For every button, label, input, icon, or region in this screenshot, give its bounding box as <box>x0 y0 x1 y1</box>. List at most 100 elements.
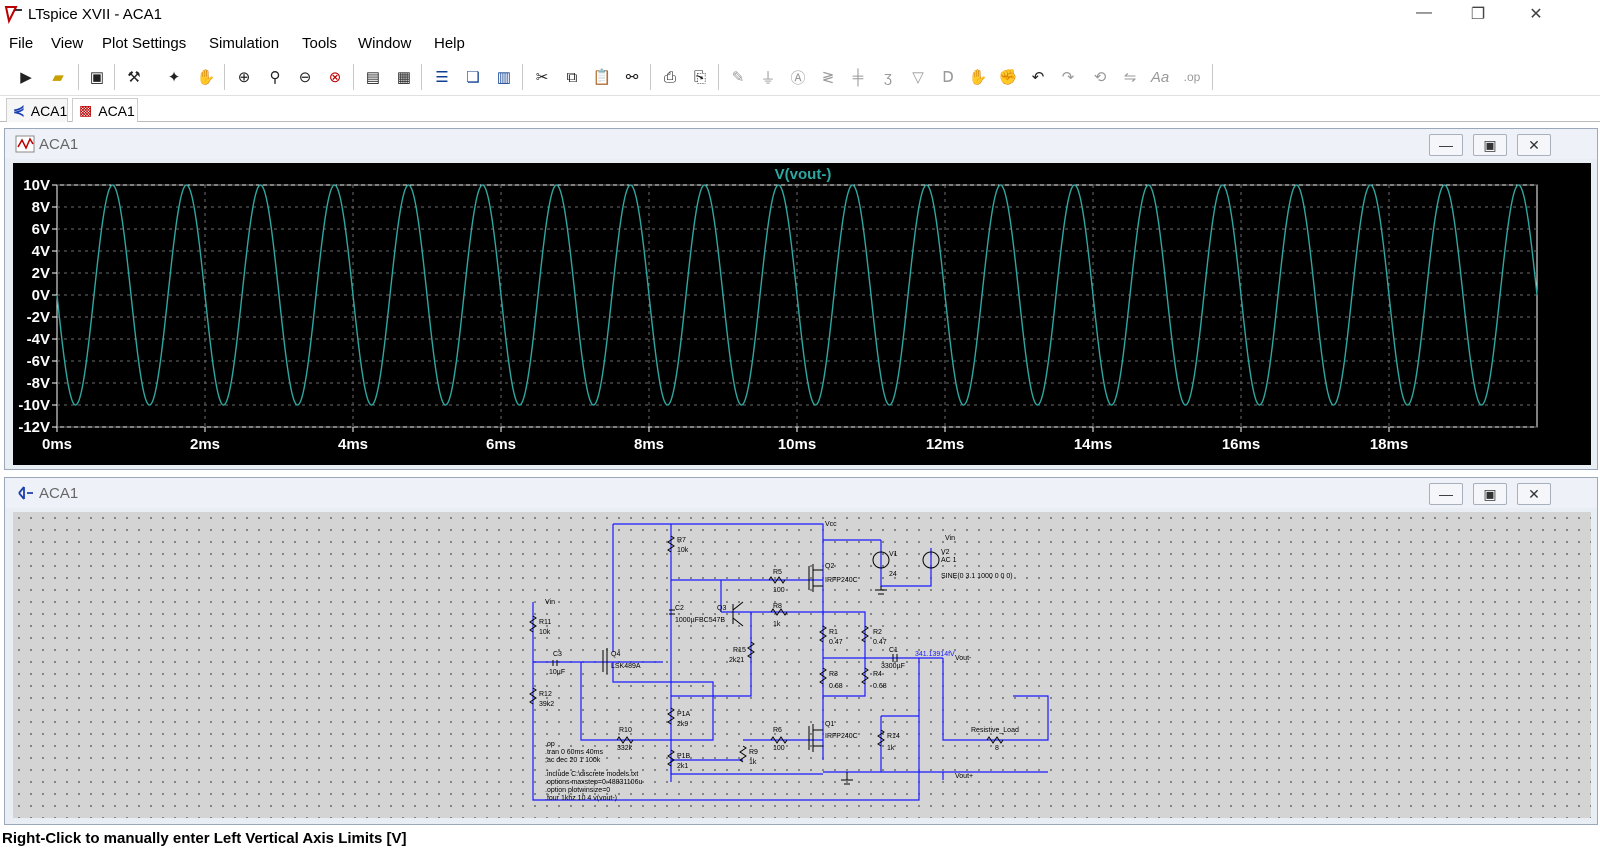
ground-icon[interactable]: ⏚ <box>760 69 776 87</box>
svg-text:R5: R5 <box>773 569 782 576</box>
svg-text:Resistive_Load: Resistive_Load <box>971 727 1019 734</box>
plot-window-title: ACA1 <box>39 136 79 153</box>
drag-icon[interactable]: ✊ <box>998 69 1018 86</box>
schematic-wires <box>532 523 1049 801</box>
y-tick-label: -8V <box>27 375 50 392</box>
zoom-out-icon[interactable]: ⊖ <box>298 69 312 86</box>
title-bar: LTspice XVII - ACA1 — ❐ ✕ <box>0 0 1600 30</box>
spice-directive-icon[interactable]: .op <box>1183 70 1201 84</box>
cascade-icon[interactable]: ❏ <box>466 69 480 86</box>
schematic-icon <box>18 486 33 500</box>
plot-window-caption: ACA1 — ▣ ✕ <box>5 129 1597 159</box>
svg-text:C1: C1 <box>889 647 898 654</box>
svg-text:.tran 0 60ms 40ms: .tran 0 60ms 40ms <box>545 749 603 756</box>
svg-text:R15: R15 <box>733 647 746 654</box>
run-icon[interactable]: ▶ <box>20 69 32 86</box>
copy-icon[interactable]: ⧉ <box>566 68 578 86</box>
svg-text:BC547B: BC547B <box>699 617 725 624</box>
undo-icon[interactable]: ↶ <box>1031 69 1045 86</box>
svg-text:100: 100 <box>773 587 785 594</box>
schematic-close-button[interactable]: ✕ <box>1517 483 1551 505</box>
zoom-in-icon[interactable]: ⊕ <box>237 69 251 86</box>
svg-text:;ac dec 20 1 100k: ;ac dec 20 1 100k <box>545 757 601 764</box>
tile-vertical-icon[interactable]: ▥ <box>496 69 512 86</box>
print-setup-icon[interactable]: ⎘ <box>693 68 706 86</box>
inductor-icon[interactable]: ʒ <box>883 68 893 86</box>
tile-horizontal-icon[interactable]: ☰ <box>435 69 449 86</box>
y-tick-label: -12V <box>18 419 50 436</box>
x-tick-label: 8ms <box>634 436 664 453</box>
tab-waveform[interactable]: ▩ ACA1 <box>72 98 138 122</box>
paste-icon[interactable]: 📋 <box>592 69 612 86</box>
y-tick-label: 4V <box>32 243 50 260</box>
menu-window[interactable]: Window <box>358 35 412 52</box>
svg-text:10µF: 10µF <box>549 669 565 676</box>
plot-close-button[interactable]: ✕ <box>1517 134 1551 156</box>
zoom-area-icon[interactable]: ⚲ <box>269 69 281 86</box>
svg-text:C3: C3 <box>553 651 562 658</box>
save-icon[interactable]: ▣ <box>89 69 105 86</box>
plot-minimize-button[interactable]: — <box>1429 134 1463 156</box>
open-icon[interactable]: ▰ <box>52 69 64 86</box>
move-icon[interactable]: ✋ <box>968 69 988 86</box>
window-title: LTspice XVII - ACA1 <box>28 6 162 23</box>
label-icon[interactable]: Ⓐ <box>790 69 806 87</box>
menu-help[interactable]: Help <box>434 35 465 52</box>
minimize-button[interactable]: — <box>1416 4 1432 21</box>
svg-text:R4: R4 <box>873 671 882 678</box>
find-icon[interactable]: ⚯ <box>625 69 639 86</box>
menu-plot-settings[interactable]: Plot Settings <box>102 35 187 52</box>
y-tick-label: -4V <box>27 331 50 348</box>
zoom-fit-icon[interactable]: ⊗ <box>328 69 342 86</box>
rotate-icon[interactable]: ⟲ <box>1093 69 1107 86</box>
svg-text:Q2: Q2 <box>825 563 834 570</box>
text-icon[interactable]: Aa <box>1150 68 1170 86</box>
redo-icon[interactable]: ↷ <box>1061 69 1075 86</box>
schematic-canvas[interactable]: Vcc Vin Vin Vout- Vout+ 341.13914fV R7 1… <box>13 512 1591 818</box>
svg-text:24: 24 <box>889 571 897 578</box>
restore-button[interactable]: ❐ <box>1470 6 1486 23</box>
y-tick-label: 6V <box>32 221 50 238</box>
svg-text:1000µF: 1000µF <box>675 617 699 624</box>
autorange-icon[interactable]: ▤ <box>365 69 381 86</box>
cut-icon[interactable]: ✂ <box>535 69 549 86</box>
svg-text:R1: R1 <box>829 629 838 636</box>
y-tick-label: 10V <box>23 177 50 194</box>
control-panel-icon[interactable]: ⚒ <box>127 69 141 86</box>
svg-text:0.68: 0.68 <box>829 683 843 690</box>
component-icon[interactable]: ᗞ <box>942 69 954 86</box>
diode-icon[interactable]: ▽ <box>912 69 924 86</box>
svg-text:39k2: 39k2 <box>539 701 554 708</box>
menu-view[interactable]: View <box>51 35 84 52</box>
menu-file[interactable]: File <box>9 35 34 52</box>
wire-icon[interactable]: ✎ <box>731 69 745 86</box>
menu-simulation[interactable]: Simulation <box>209 35 280 52</box>
capacitor-icon[interactable]: ╪ <box>852 68 864 86</box>
mirror-icon[interactable]: ⇋ <box>1123 69 1137 86</box>
svg-text:1k: 1k <box>773 621 781 628</box>
resistor-icon[interactable]: ≷ <box>821 69 835 86</box>
run-simulation-icon[interactable]: ✦ <box>167 69 181 86</box>
menu-tools[interactable]: Tools <box>302 35 338 52</box>
trace-vout-minus[interactable] <box>56 184 1538 406</box>
schematic-maximize-button[interactable]: ▣ <box>1473 483 1507 505</box>
status-bar: Right-Click to manually enter Left Verti… <box>0 828 1600 848</box>
x-tick-label: 10ms <box>778 436 816 453</box>
svg-text:R12: R12 <box>539 691 552 698</box>
print-icon[interactable]: ⎙ <box>663 68 676 86</box>
trace-label[interactable]: V(vout-) <box>775 166 832 183</box>
grid-icon[interactable]: ▦ <box>396 69 412 86</box>
plot-maximize-button[interactable]: ▣ <box>1473 134 1507 156</box>
schematic-window: ACA1 — ▣ ✕ <box>4 477 1598 825</box>
ltspice-logo-icon <box>4 6 22 24</box>
svg-text:C2: C2 <box>675 605 684 612</box>
schematic-svg[interactable]: Vcc Vin Vin Vout- Vout+ 341.13914fV R7 1… <box>13 512 1591 818</box>
schematic-minimize-button[interactable]: — <box>1429 483 1463 505</box>
halt-icon[interactable]: ✋ <box>196 69 216 86</box>
tab-schematic[interactable]: ⋞ ACA1 <box>6 98 68 122</box>
close-button[interactable]: ✕ <box>1529 6 1543 23</box>
svg-text:R11: R11 <box>539 619 551 626</box>
